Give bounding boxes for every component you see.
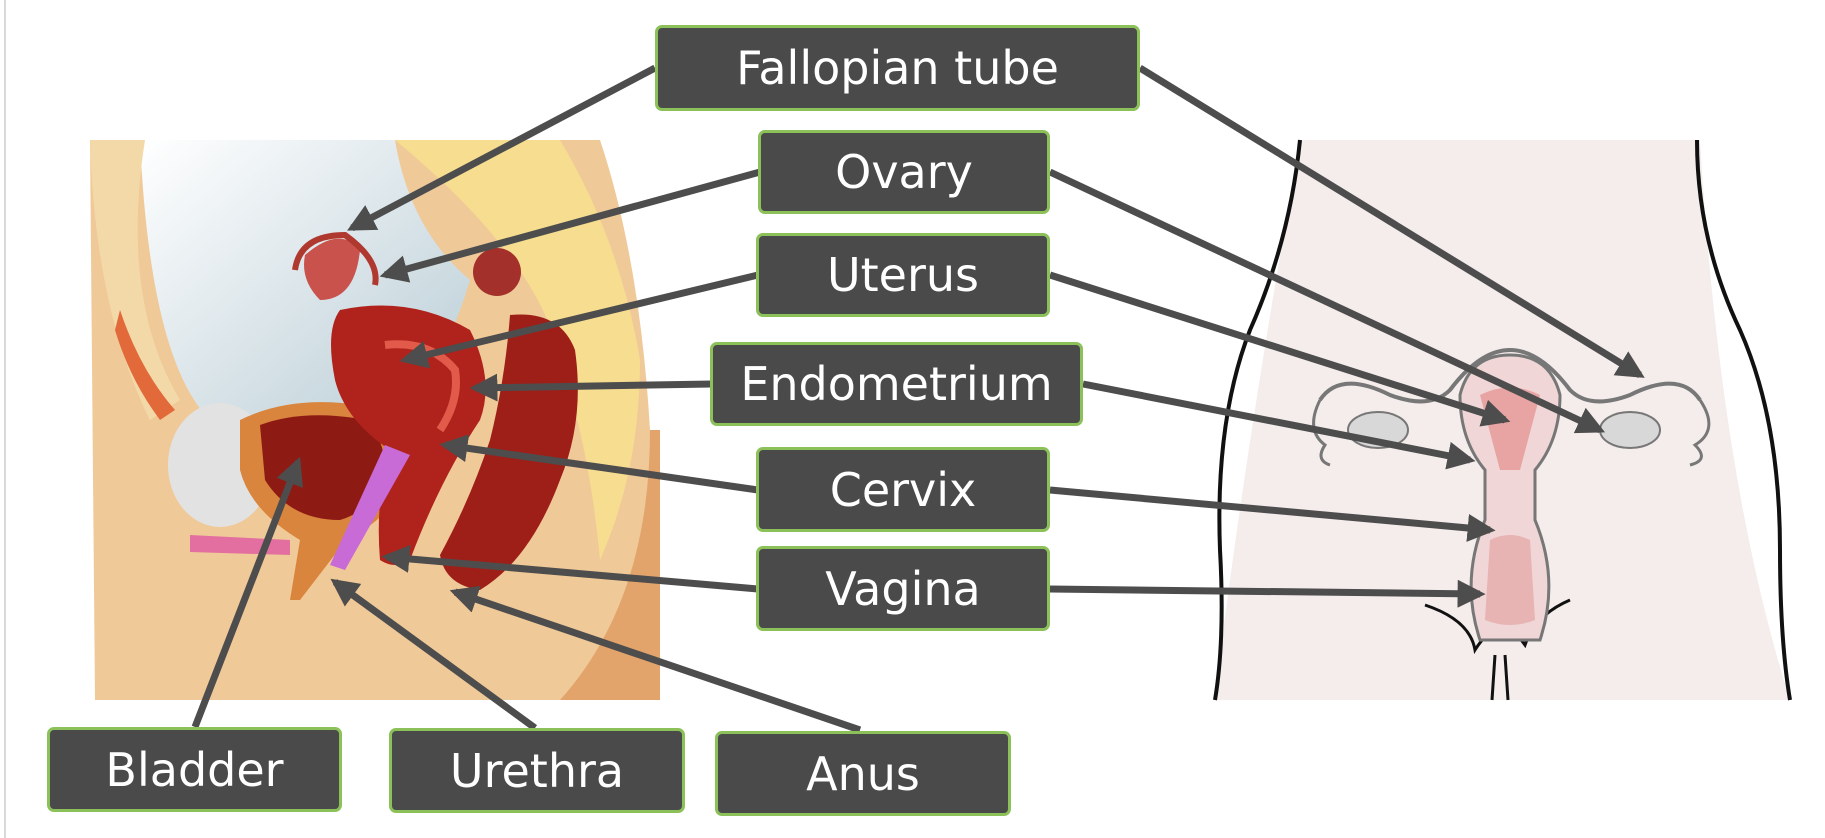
arrow-cervix-left (439, 434, 759, 494)
uterus-body (331, 305, 486, 565)
left-border-line (4, 0, 6, 838)
leg-gap-lines (1490, 654, 1510, 701)
right-fimbriae (1689, 399, 1711, 467)
abdominal-wall (90, 140, 180, 420)
sacrum (395, 140, 640, 560)
label-anus: Anus (715, 731, 1011, 816)
arrow-cervix-right (1049, 486, 1496, 542)
arrow-uterus-right (1048, 271, 1511, 427)
right-ovary-frontal (1599, 411, 1661, 449)
arrow-endometrium-left (469, 373, 713, 402)
arrow-ovary-left (379, 168, 761, 283)
fallopian-tube-shape (292, 231, 379, 286)
ovary-shape (304, 238, 360, 300)
arrow-vagina-right (1049, 579, 1486, 608)
arrow-fallopian-right (1138, 65, 1645, 378)
arrow-fallopian-left (347, 64, 657, 232)
label-uterus: Uterus (756, 233, 1050, 317)
arrow-urethra (330, 578, 538, 731)
arrow-vagina-left (381, 544, 759, 593)
label-vagina: Vagina (756, 546, 1050, 631)
arrow-bladder (191, 456, 303, 729)
arrow-ovary-right (1048, 168, 1606, 434)
label-ovary: Ovary (758, 130, 1050, 214)
fallopian-tubes-frontal (1318, 347, 1702, 404)
vagina-frontal (1485, 535, 1535, 625)
torso-left-outline (1213, 139, 1302, 701)
bowel-loop (473, 248, 521, 296)
torso-right-outline (1695, 139, 1792, 701)
arrow-endometrium-right (1082, 380, 1476, 470)
vaginal-canal (330, 445, 410, 570)
label-urethra: Urethra (389, 728, 685, 813)
label-fallopian-tube: Fallopian tube (655, 25, 1140, 111)
pubic-bone-edge (115, 310, 175, 420)
label-endometrium: Endometrium (710, 342, 1083, 426)
arrow-anus (449, 585, 862, 734)
label-cervix: Cervix (756, 447, 1050, 532)
bladder-lumen (260, 415, 385, 520)
arrow-uterus-left (399, 271, 759, 369)
label-bladder: Bladder (47, 727, 342, 812)
left-fimbriae (1312, 399, 1331, 467)
pointer-arrows (191, 64, 1645, 734)
